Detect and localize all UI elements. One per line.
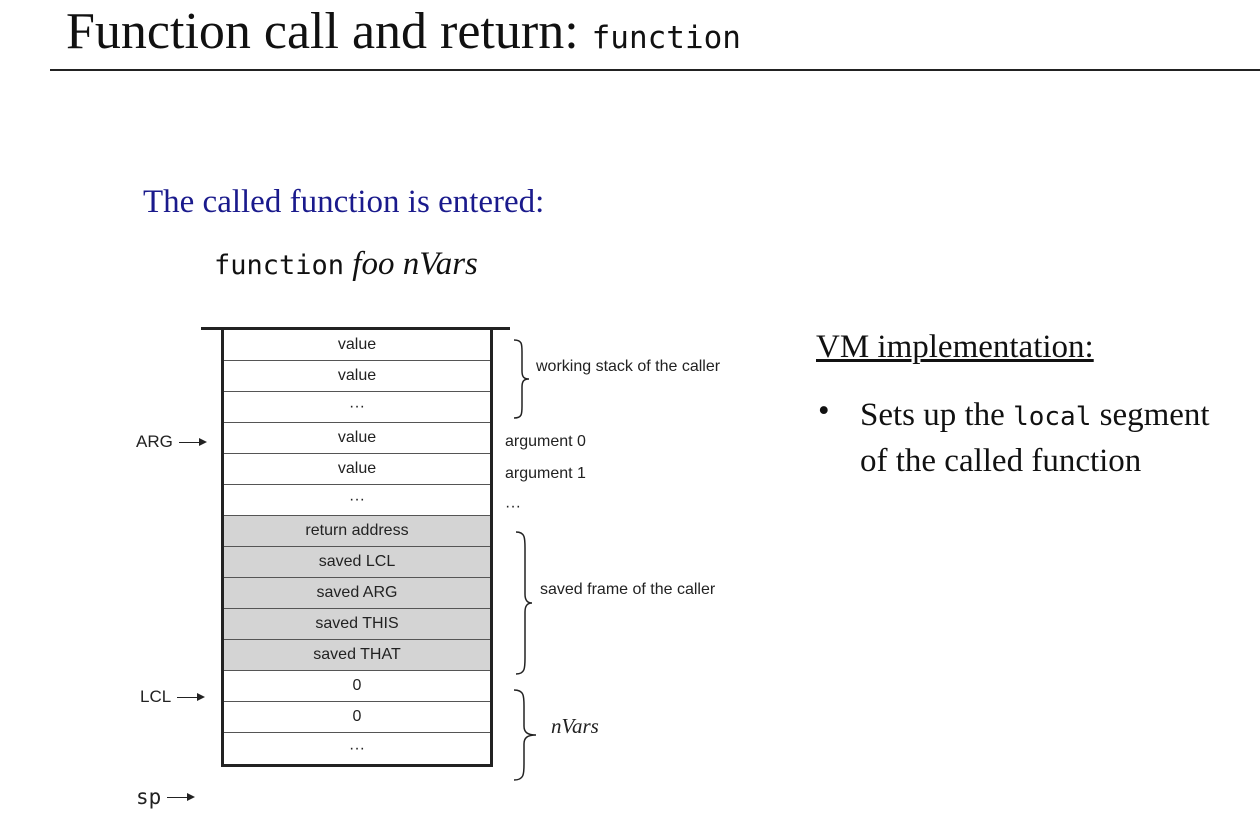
argument-1-label: argument 1 bbox=[505, 465, 586, 482]
lcl-pointer: LCL bbox=[140, 687, 206, 707]
stack-cell: value bbox=[224, 361, 490, 392]
sp-pointer: sp bbox=[136, 785, 196, 809]
nvars-brace-icon bbox=[513, 689, 537, 781]
slide-title: Function call and return: function bbox=[66, 2, 741, 61]
lcl-arrow-icon bbox=[177, 692, 206, 701]
sp-pointer-label: sp bbox=[136, 785, 162, 809]
bullet-code: local bbox=[1013, 402, 1092, 432]
command-args: foo nVars bbox=[352, 246, 478, 282]
stack-top-line bbox=[201, 327, 510, 330]
bullet-text-part2: segment bbox=[1091, 397, 1210, 433]
saved-frame-note: saved frame of the caller bbox=[540, 581, 716, 598]
stack-cell: ··· bbox=[224, 485, 490, 516]
argument-0-label: argument 0 bbox=[505, 433, 586, 450]
argument-more-label: ··· bbox=[505, 498, 521, 515]
stack-cell: 0 bbox=[224, 702, 490, 733]
title-divider bbox=[50, 69, 1260, 71]
bullet-marker: • bbox=[818, 393, 830, 429]
stack-cell: value bbox=[224, 330, 490, 361]
stack-cell: saved LCL bbox=[224, 547, 490, 578]
stack-cell: 0 bbox=[224, 671, 490, 702]
arg-pointer-label: ARG bbox=[136, 432, 173, 451]
command-keyword: function bbox=[214, 250, 345, 281]
working-stack-note: working stack of the caller bbox=[536, 358, 721, 375]
bullet-line-2: of the called function bbox=[860, 443, 1142, 479]
bullet-line-1: Sets up the local segment bbox=[860, 393, 1210, 439]
working-stack-brace-icon bbox=[513, 339, 530, 419]
vm-implementation-bullet: Sets up the local segment of the called … bbox=[860, 393, 1210, 483]
nvars-label: nVars bbox=[551, 714, 599, 738]
sp-arrow-icon bbox=[167, 792, 196, 801]
saved-frame-brace-icon bbox=[515, 531, 533, 675]
stack-cell: ··· bbox=[224, 392, 490, 423]
vm-command: function foo nVars bbox=[214, 246, 478, 283]
slide-title-text: Function call and return: bbox=[66, 3, 592, 60]
section-subtitle: The called function is entered: bbox=[143, 184, 545, 220]
slide-title-code: function bbox=[591, 20, 741, 56]
vm-implementation-heading: VM implementation: bbox=[816, 329, 1094, 365]
stack-cell: saved THAT bbox=[224, 640, 490, 671]
stack-cell: saved THIS bbox=[224, 609, 490, 640]
stack-cell: value bbox=[224, 423, 490, 454]
bullet-text-part1: Sets up the bbox=[860, 397, 1014, 433]
arg-arrow-icon bbox=[178, 437, 207, 446]
stack-cell: saved ARG bbox=[224, 578, 490, 609]
arg-pointer: ARG bbox=[136, 432, 207, 452]
stack-cell: ··· bbox=[224, 733, 490, 764]
stack-cell: value bbox=[224, 454, 490, 485]
lcl-pointer-label: LCL bbox=[140, 687, 172, 706]
stack-cell: return address bbox=[224, 516, 490, 547]
